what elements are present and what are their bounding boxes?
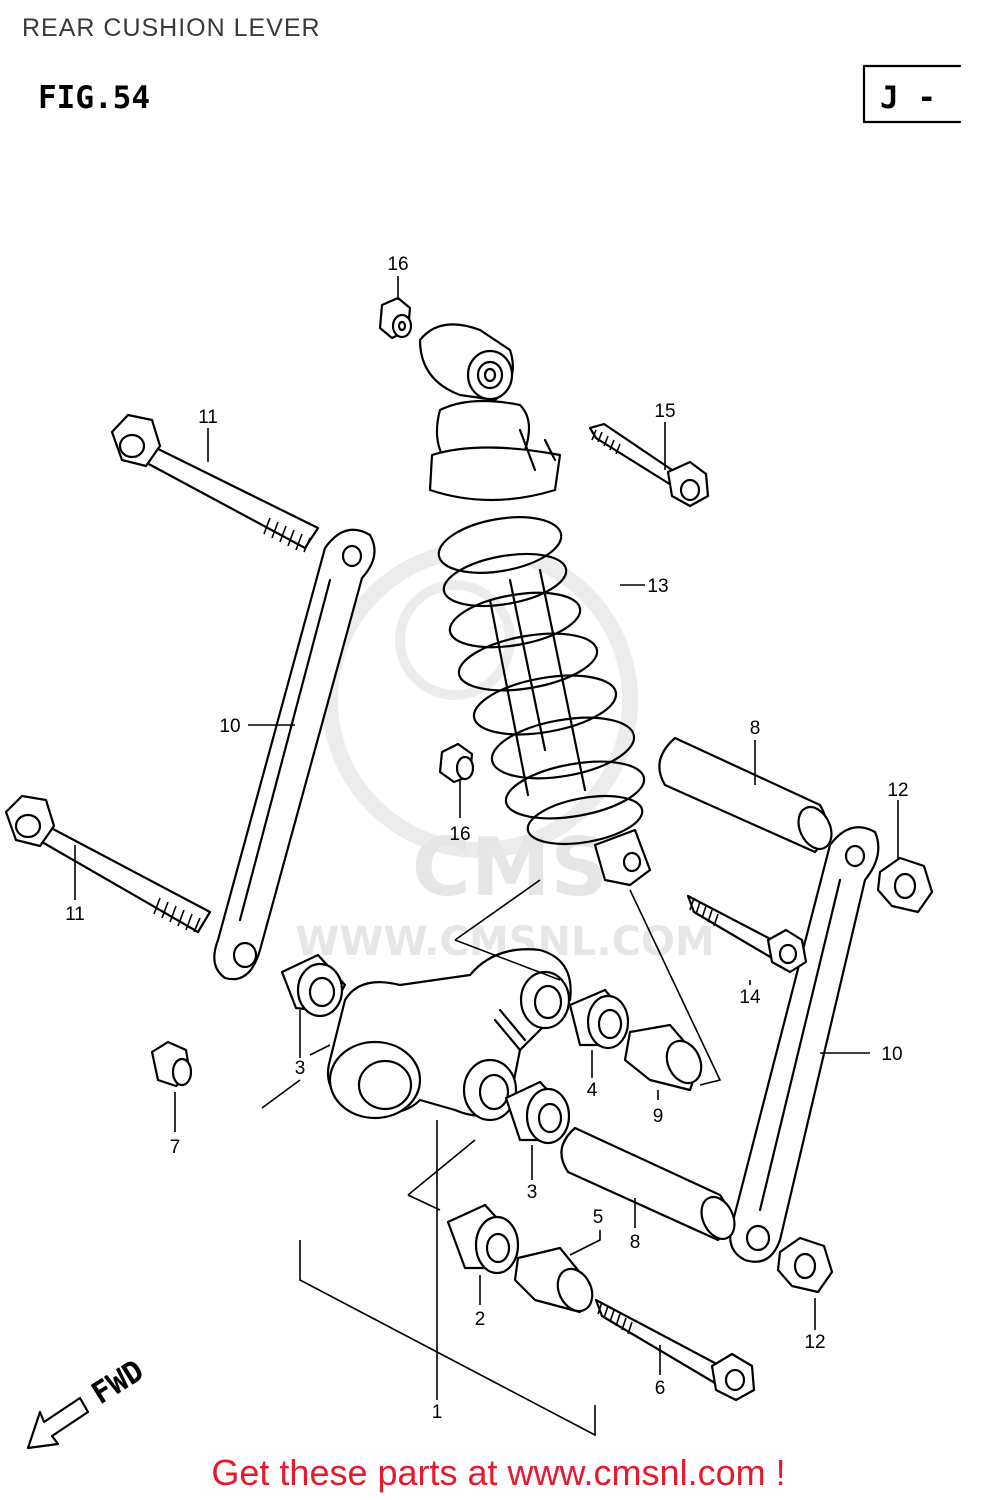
callout-leader-lines — [74, 276, 899, 1375]
part-4-bearing[interactable] — [568, 988, 630, 1050]
callout-6: 6 — [655, 1378, 666, 1399]
part-5-collar[interactable] — [513, 1246, 599, 1317]
part-8-upper-pipe[interactable] — [658, 736, 838, 854]
part-15-upper-bolt[interactable] — [588, 422, 710, 508]
part-3-lower-bearing[interactable] — [504, 1080, 571, 1145]
callout-11-lower: 11 — [65, 904, 85, 925]
part-9-collar[interactable] — [623, 1023, 708, 1092]
variant-box — [862, 64, 962, 124]
part-7-nut[interactable] — [150, 1040, 193, 1088]
callout-16-upper: 16 — [387, 254, 408, 275]
callout-3-upper: 3 — [295, 1058, 306, 1079]
variant-label: J - — [880, 80, 936, 116]
part-14-bolt[interactable] — [686, 894, 808, 974]
part-1-cushion-lever[interactable] — [326, 948, 572, 1122]
part-16-upper-nut[interactable] — [378, 296, 413, 340]
footer-banner-link[interactable]: Get these parts at www.cmsnl.com ! — [211, 1452, 786, 1493]
callout-16-lower: 16 — [449, 824, 470, 845]
part-12-lower-nut[interactable] — [776, 1236, 834, 1294]
page-title: REAR CUSHION LEVER — [22, 14, 321, 42]
callout-8-lower: 8 — [630, 1232, 641, 1253]
callout-4: 4 — [587, 1080, 598, 1101]
part-8-lower-pipe[interactable] — [560, 1126, 740, 1244]
part-10-right-link-rod[interactable] — [729, 826, 880, 1263]
callout-15: 15 — [654, 401, 675, 422]
part-16-lower-nut[interactable] — [438, 742, 475, 784]
part-12-upper-nut[interactable] — [876, 856, 934, 914]
callout-10-left: 10 — [219, 716, 240, 737]
callout-12-lower: 12 — [804, 1332, 825, 1353]
figure-label: FIG.54 — [38, 80, 150, 116]
callout-labels: 16 11 15 13 10 8 12 16 11 14 10 3 4 9 7 … — [65, 254, 908, 1423]
callout-3-lower: 3 — [527, 1182, 538, 1203]
part-6-bolt[interactable] — [594, 1298, 756, 1402]
callout-7: 7 — [170, 1137, 181, 1158]
callout-1: 1 — [432, 1402, 443, 1423]
callout-5: 5 — [593, 1207, 604, 1228]
part-13-rear-shock-absorber[interactable] — [418, 323, 652, 887]
callout-8-upper: 8 — [750, 718, 761, 739]
callout-2: 2 — [475, 1309, 486, 1330]
part-11-lower-bolt[interactable] — [4, 794, 212, 934]
watermark-logo-text: CMS — [412, 821, 608, 914]
assembly-guide-lines — [261, 879, 722, 1437]
callout-14: 14 — [739, 987, 761, 1008]
part-10-left-link-rod[interactable] — [213, 528, 376, 981]
callout-10-right: 10 — [881, 1044, 902, 1065]
cms-watermark: CMS WWW.CMSNL.COM — [295, 542, 715, 965]
fwd-arrow-icon — [26, 1396, 90, 1450]
part-3-upper-bearing[interactable] — [280, 953, 347, 1018]
forward-direction-indicator: FWD — [26, 1353, 151, 1450]
callout-13: 13 — [647, 576, 668, 597]
callout-9: 9 — [653, 1106, 664, 1127]
part-11-upper-bolt[interactable] — [110, 413, 320, 553]
callout-12-upper: 12 — [887, 780, 908, 801]
fwd-label: FWD — [86, 1353, 151, 1411]
callout-11-upper: 11 — [198, 407, 218, 428]
part-2-bearing[interactable] — [446, 1203, 520, 1275]
